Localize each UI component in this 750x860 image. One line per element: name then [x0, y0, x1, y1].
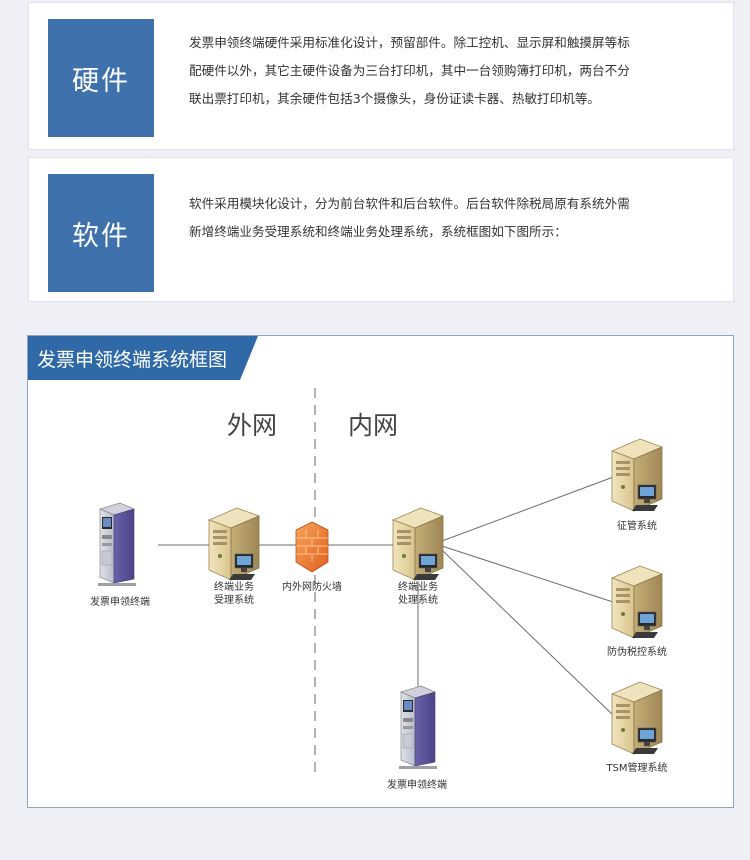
- processing-server-icon: [392, 507, 444, 581]
- zone-outer-label: 外网: [227, 411, 277, 440]
- hardware-card: 硬件 发票申领终端硬件采用标准化设计，预留部件。除工控机、显示屏和触摸屏等标 配…: [28, 2, 734, 150]
- fangwei-server-icon: [611, 565, 663, 639]
- software-card: 软件 软件采用模块化设计，分为前台软件和后台软件。后台软件除税局原有系统外需 新…: [28, 157, 734, 302]
- terminal-bottom-label: 发票申领终端: [387, 778, 447, 791]
- link-processing-tsm: [441, 549, 617, 719]
- diagram-banner-title: 发票申领终端系统框图: [37, 349, 228, 371]
- software-line: 新增终端业务受理系统和终端业务处理系统，系统框图如下图所示：: [189, 224, 567, 239]
- firewall-label: 内外网防火墙: [282, 580, 342, 593]
- software-tile: 软件: [48, 174, 154, 292]
- acceptance-label-2: 受理系统: [214, 593, 254, 606]
- server-1-label: 征管系统: [617, 519, 657, 532]
- firewall-icon: [295, 521, 329, 573]
- hardware-description: 发票申领终端硬件采用标准化设计，预留部件。除工控机、显示屏和触摸屏等标 配硬件以…: [189, 29, 687, 113]
- hardware-line: 配硬件以外，其它主硬件设备为三台打印机，其中一台领购簿打印机，两台不分: [189, 63, 630, 78]
- server-3-label: TSM管理系统: [605, 761, 667, 774]
- link-processing-fangwei: [441, 545, 617, 604]
- kiosk-left-icon: [97, 502, 137, 587]
- processing-label-2: 处理系统: [398, 593, 438, 606]
- zone-inner-label: 内网: [348, 411, 398, 440]
- system-diagram-panel: 发票申领终端系统框图: [27, 335, 734, 808]
- hardware-line: 发票申领终端硬件采用标准化设计，预留部件。除工控机、显示屏和触摸屏等标: [189, 35, 630, 50]
- link-processing-zhengguan: [441, 475, 617, 542]
- processing-label-1: 终端业务: [398, 580, 438, 593]
- terminal-left-label: 发票申领终端: [90, 595, 150, 608]
- zhengguan-server-icon: [611, 438, 663, 512]
- hardware-tile: 硬件: [48, 19, 154, 137]
- connection-lines: [158, 475, 617, 719]
- software-line: 软件采用模块化设计，分为前台软件和后台软件。后台软件除税局原有系统外需: [189, 196, 630, 211]
- server-2-label: 防伪税控系统: [607, 645, 667, 658]
- software-description: 软件采用模块化设计，分为前台软件和后台软件。后台软件除税局原有系统外需 新增终端…: [189, 190, 687, 246]
- acceptance-label-1: 终端业务: [214, 580, 254, 593]
- acceptance-server-icon: [208, 507, 260, 581]
- diagram-canvas: 外网 内网 发票申领终端 终端业务 受理系统 内外网防火墙: [90, 388, 668, 791]
- kiosk-bottom-icon: [398, 685, 438, 770]
- tsm-server-icon: [611, 681, 663, 755]
- diagram-banner: [28, 336, 258, 380]
- hardware-line: 联出票打印机，其余硬件包括3个摄像头，身份证读卡器、热敏打印机等。: [189, 91, 601, 106]
